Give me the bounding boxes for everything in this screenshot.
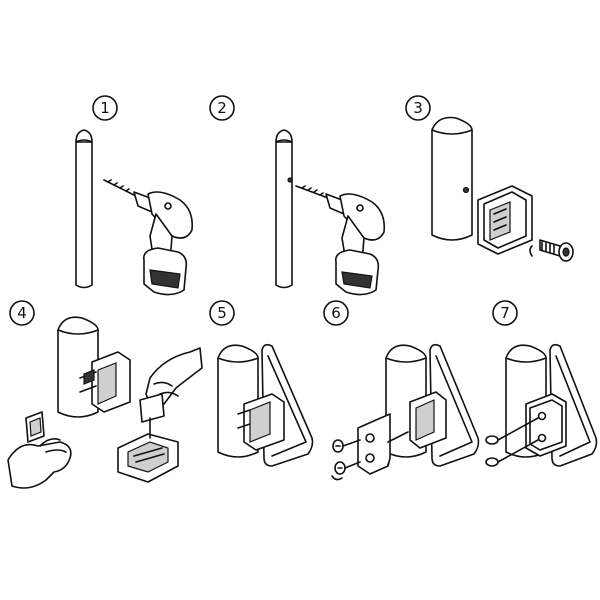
step-6-badge: [323, 300, 349, 326]
hand-icon: [7, 438, 72, 489]
rubber-pad-icon: [25, 411, 45, 443]
clamp-assembled-icon: [525, 393, 567, 457]
clamp-bracket-icon: [79, 351, 131, 413]
step-3-badge: [405, 95, 431, 121]
step-2-badge: [209, 95, 235, 121]
step-5-number: 5: [217, 304, 227, 322]
clamp-bracket-icon: [409, 391, 447, 449]
step-7-badge: [492, 300, 518, 326]
large-tube-icon: [57, 316, 99, 418]
step-5-badge: [209, 300, 235, 326]
step-6-number: 6: [331, 304, 341, 322]
step-2-number: 2: [217, 99, 227, 117]
step-4-badge: [9, 300, 35, 326]
large-tube-icon: [431, 116, 473, 241]
cap-cover-icon: [485, 439, 539, 467]
drilled-hole-icon: [287, 177, 293, 183]
clamp-bracket-icon: [237, 393, 285, 451]
tube-icon: [75, 129, 93, 289]
step-7: 7: [485, 300, 598, 467]
screw-icon: [331, 461, 361, 481]
step-3-number: 3: [413, 99, 423, 117]
step-7-number: 7: [500, 304, 510, 322]
screw-icon: [332, 439, 361, 453]
step-1: 1: [75, 95, 194, 296]
clamp-bracket-icon: [477, 185, 533, 255]
bolt-icon: [529, 239, 574, 262]
drill-icon: [295, 185, 386, 296]
clamp-insert-icon: [117, 393, 179, 483]
step-1-number: 1: [100, 99, 110, 117]
cap-cover-icon: [485, 417, 539, 445]
step-3: 3: [405, 95, 574, 262]
cover-plate-icon: [357, 413, 409, 475]
step-4-number: 4: [17, 304, 27, 322]
step-1-badge: [92, 95, 118, 121]
step-2: 2: [209, 95, 386, 296]
tube-icon: [275, 129, 293, 289]
step-6: 6: [323, 300, 480, 481]
step-5: 5: [209, 300, 314, 467]
step-4: 4: [7, 300, 203, 489]
drill-icon: [103, 179, 194, 296]
